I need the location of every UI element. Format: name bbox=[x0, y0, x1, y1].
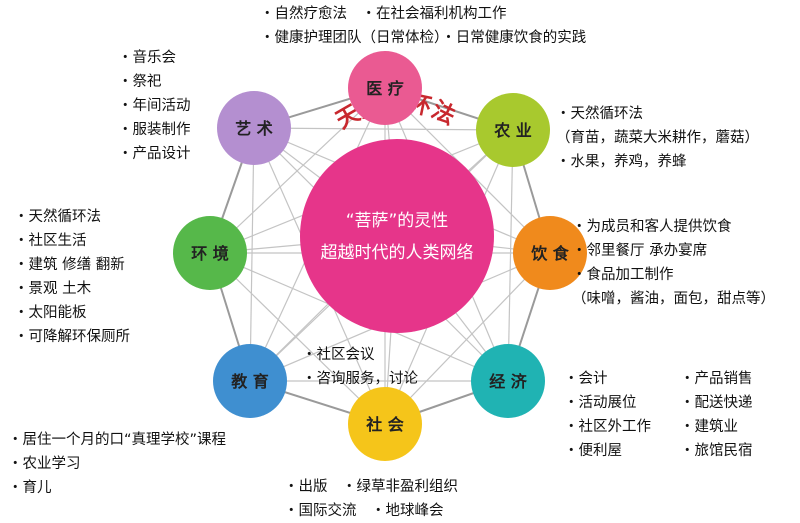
environment-item: ・天然循环法 bbox=[14, 209, 101, 225]
society-inner-items: ・社区会议・咨询服务，讨论 bbox=[302, 343, 418, 391]
economy_left-item: ・会计 bbox=[564, 371, 608, 387]
education-items: ・居住一个月的口“真理学校”课程・农业学习・育儿 bbox=[8, 428, 226, 500]
node-label-economy: 经 济 bbox=[489, 372, 528, 391]
food-item: ・邻里餐厅 承办宴席 bbox=[572, 243, 708, 259]
arts-item: ・音乐会 bbox=[118, 50, 176, 66]
node-label-food: 饮 食 bbox=[530, 244, 570, 263]
node-society bbox=[348, 387, 422, 461]
arts-item: ・祭祀 bbox=[118, 74, 162, 90]
node-label-medical: 医 疗 bbox=[366, 79, 404, 98]
environment-item: ・景观 土木 bbox=[14, 281, 92, 297]
food-item: ・为成员和客人提供饮食 bbox=[572, 219, 732, 235]
node-food bbox=[513, 216, 587, 290]
food-items: ・为成员和客人提供饮食・邻里餐厅 承办宴席・食品加工制作 （味噌，酱油，面包，甜点… bbox=[572, 215, 775, 311]
node-agriculture bbox=[476, 93, 550, 167]
node-medical bbox=[348, 51, 422, 125]
medical-item: ・自然疗愈法 ・在社会福利机构工作 bbox=[260, 6, 507, 22]
economy-right-items: ・产品销售・配送快递・建筑业・旅馆民宿 bbox=[680, 367, 753, 463]
node-label-arts: 艺 术 bbox=[235, 119, 273, 138]
connection-line bbox=[507, 129, 514, 382]
food-item: ・食品加工制作 bbox=[572, 267, 674, 283]
arts-item: ・产品设计 bbox=[118, 146, 191, 162]
environment-item: ・建筑 修缮 翻新 bbox=[14, 257, 125, 273]
center-circle bbox=[300, 139, 494, 333]
connection-line bbox=[249, 127, 255, 382]
economy_right-item: ・产品销售 bbox=[680, 371, 753, 387]
connection-line bbox=[209, 252, 386, 425]
arts-items: ・音乐会・祭祀・年间活动・服装制作・产品设计 bbox=[118, 46, 191, 166]
arts-item: ・服装制作 bbox=[118, 122, 191, 138]
medical-item: ・健康护理团队（日常体检）・日常健康饮食的实践 bbox=[260, 30, 587, 46]
node-environment bbox=[173, 216, 247, 290]
agriculture-item: ・天然循环法 bbox=[556, 106, 643, 122]
agriculture-item: ・水果，养鸡，养蜂 bbox=[556, 154, 687, 170]
economy-left-items: ・会计・活动展位・社区外工作・便利屋 bbox=[564, 367, 651, 463]
economy_left-item: ・社区外工作 bbox=[564, 419, 651, 435]
society_inner-item: ・咨询服务，讨论 bbox=[302, 371, 418, 387]
society-bottom-items: ・出版 ・绿草非盈利组织・国际交流 ・地球峰会 bbox=[284, 475, 458, 523]
node-label-society: 社 会 bbox=[365, 415, 404, 434]
node-label-education: 教 育 bbox=[231, 372, 269, 391]
agriculture-items: ・天然循环法 （育苗，蔬菜大米耕作，蘑菇） ・水果，养鸡，养蜂 bbox=[556, 102, 759, 174]
economy_left-item: ・活动展位 bbox=[564, 395, 637, 411]
society_inner-item: ・社区会议 bbox=[302, 347, 375, 363]
node-layer: 医 疗农 业饮 食经 济社 会 教 育 环 境 艺 术 bbox=[173, 51, 587, 461]
environment-item: ・社区生活 bbox=[14, 233, 87, 249]
education-item: ・农业学习 bbox=[8, 456, 81, 472]
node-arts bbox=[217, 91, 291, 165]
education-item: ・居住一个月的口“真理学校”课程 bbox=[8, 432, 227, 448]
society_bottom-item: ・出版 ・绿草非盈利组织 bbox=[284, 479, 458, 495]
connection-line bbox=[253, 127, 514, 131]
environment-items: ・天然循环法・社区生活・建筑 修缮 翻新・景观 土木・太阳能板・可降解环保厕所 bbox=[14, 205, 130, 349]
center-title: “菩萨”的灵性 bbox=[346, 211, 449, 231]
environment-item: ・太阳能板 bbox=[14, 305, 87, 321]
connection-line bbox=[384, 252, 551, 425]
economy_right-item: ・建筑业 bbox=[680, 419, 738, 435]
node-label-agriculture: 农 业 bbox=[493, 121, 532, 140]
economy_right-item: ・配送快递 bbox=[680, 395, 753, 411]
node-label-environment: 环 境 bbox=[191, 244, 229, 263]
arts-item: ・年间活动 bbox=[118, 98, 191, 114]
economy_left-item: ・便利屋 bbox=[564, 443, 622, 459]
node-education bbox=[213, 344, 287, 418]
education-item: ・育儿 bbox=[8, 480, 52, 496]
node-economy bbox=[471, 344, 545, 418]
economy_right-item: ・旅馆民宿 bbox=[680, 443, 753, 459]
food-item: （味噌，酱油，面包，甜点等） bbox=[572, 291, 775, 307]
medical-items: ・自然疗愈法 ・在社会福利机构工作・健康护理团队（日常体检）・日常健康饮食的实践 bbox=[260, 2, 586, 50]
agriculture-item: （育苗，蔬菜大米耕作，蘑菇） bbox=[556, 130, 759, 146]
center-subtitle: 超越时代的人类网络 bbox=[321, 243, 474, 263]
environment-item: ・可降解环保厕所 bbox=[14, 329, 130, 345]
society_bottom-item: ・国际交流 ・地球峰会 bbox=[284, 503, 444, 519]
